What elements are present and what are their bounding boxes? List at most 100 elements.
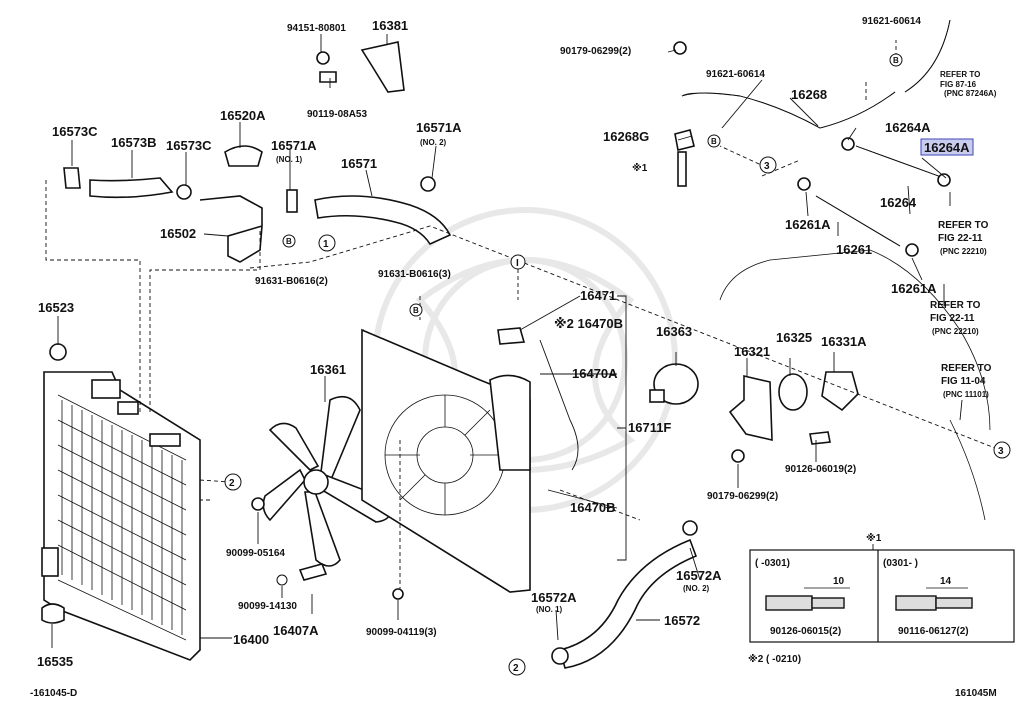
fan-shroud-16711F[interactable]: [361, 328, 531, 593]
svg-text:FIG 11-04: FIG 11-04: [941, 376, 986, 387]
label-90099-05164: 90099-05164: [226, 548, 285, 559]
clamp-16573C-right[interactable]: [176, 184, 192, 200]
clamp-16571A-no2[interactable]: [420, 176, 436, 192]
svg-text:2: 2: [229, 478, 235, 489]
svg-text:10: 10: [833, 576, 845, 587]
hose-16573B[interactable]: [89, 177, 174, 199]
stud-90126-06015[interactable]: [765, 595, 813, 611]
label-16470B-top: ※2 16470B: [554, 316, 623, 331]
cushion-16535[interactable]: [41, 603, 65, 624]
label-16470B-bottom: 16470B: [570, 500, 616, 515]
hose-16572[interactable]: [559, 538, 698, 669]
svg-text:90116-06127(2): 90116-06127(2): [898, 626, 969, 637]
ring-90099-14130[interactable]: [276, 574, 288, 586]
svg-text:(PNC 87246A): (PNC 87246A): [944, 89, 997, 98]
label-16363: 16363: [656, 324, 692, 339]
label-note1: ※1: [632, 162, 648, 174]
sensor-16363[interactable]: [649, 363, 699, 405]
svg-text:1: 1: [323, 239, 329, 250]
label-16261: 16261: [836, 242, 872, 257]
svg-text:14: 14: [940, 576, 952, 587]
label-16572: 16572: [664, 613, 700, 628]
housing-16321[interactable]: [728, 374, 773, 442]
bolt-90099-04119[interactable]: [392, 588, 404, 600]
svg-text:REFER TO: REFER TO: [940, 70, 980, 79]
nut-94151[interactable]: [316, 51, 330, 65]
label-16572A-no1: 16572A: [531, 590, 577, 605]
clamp-16261A-right[interactable]: [905, 243, 919, 257]
bolt-90099-05164[interactable]: [251, 497, 265, 511]
label-91631-3: 91631-B0616(3): [378, 269, 451, 280]
label-16502: 16502: [160, 226, 196, 241]
label-16573C-left: 16573C: [52, 124, 98, 139]
svg-text:3: 3: [998, 446, 1004, 457]
svg-text:90126-06015(2): 90126-06015(2): [770, 626, 841, 637]
bolt-90179-06299-upper[interactable]: [673, 41, 687, 55]
label-16264A-highlighted: 16264A: [924, 140, 970, 155]
hose-16571[interactable]: [314, 195, 452, 246]
svg-text:REFER TO: REFER TO: [930, 300, 981, 311]
label-16573B: 16573B: [111, 135, 157, 150]
label-90119-08A53: 90119-08A53: [307, 109, 367, 120]
refer-notes: REFER TO FIG 87-16 (PNC 87246A) REFER TO…: [930, 70, 997, 399]
svg-text:(NO. 2): (NO. 2): [420, 138, 447, 147]
part-labels: 94151-80801 16381 90119-08A53 16520A 165…: [37, 16, 974, 669]
clamp-16264A-right[interactable]: [937, 173, 951, 187]
clamp-16572A-no1[interactable]: [551, 647, 569, 665]
label-94151-80801: 94151-80801: [287, 23, 346, 34]
label-16471: 16471: [580, 288, 616, 303]
svg-text:(PNC 22210): (PNC 22210): [932, 327, 979, 336]
motor-16407A[interactable]: [298, 563, 328, 581]
stud-90116-06127[interactable]: [895, 595, 937, 611]
label-16268G: 16268G: [603, 129, 649, 144]
svg-text:B: B: [893, 56, 899, 65]
bracket-16268G[interactable]: [674, 129, 695, 151]
clamp-16573C-left[interactable]: [63, 167, 81, 189]
bolt-90119[interactable]: [319, 71, 337, 83]
label-16571: 16571: [341, 156, 377, 171]
reservoir-16470A-tank[interactable]: [489, 374, 531, 471]
highlighted-part-16264A[interactable]: 16264A: [920, 138, 974, 156]
label-16470A: 16470A: [572, 366, 618, 381]
label-16381: 16381: [372, 18, 408, 33]
svg-text:B: B: [711, 137, 717, 146]
label-16261A-left: 16261A: [785, 217, 831, 232]
drain-plug-16523[interactable]: [49, 343, 67, 361]
label-16264: 16264: [880, 195, 917, 210]
radiator-16400[interactable]: [41, 371, 201, 661]
gasket-16325[interactable]: [778, 373, 808, 411]
stud-variant-box: ※1 ( -0301) (0301- ) 10 14 90126-06015(2…: [749, 532, 1015, 643]
label-16268: 16268: [791, 87, 827, 102]
label-90099-04119: 90099-04119(3): [366, 627, 437, 638]
label-16571A-no2: 16571A: [416, 120, 462, 135]
radiator-cap-16520A[interactable]: [224, 145, 263, 167]
clamp-16261A-left[interactable]: [797, 177, 811, 191]
label-90099-14130: 90099-14130: [238, 601, 297, 612]
label-16321: 16321: [734, 344, 770, 359]
label-16331A: 16331A: [821, 334, 867, 349]
outlet-16502[interactable]: [199, 195, 263, 263]
pipe-16268[interactable]: [681, 91, 896, 129]
bracket-16381[interactable]: [360, 41, 405, 93]
label-16571A-no1: 16571A: [271, 138, 317, 153]
label-16261A-right: 16261A: [891, 281, 937, 296]
label-16572A-no2: 16572A: [676, 568, 722, 583]
stud-note1[interactable]: [677, 151, 687, 187]
svg-text:B: B: [413, 306, 419, 315]
radiator-core-fins: [57, 400, 187, 635]
clamp-16571A-no1[interactable]: [286, 189, 298, 213]
clamp-16572A-no2[interactable]: [682, 520, 698, 536]
footer-right-code: 161045M: [955, 688, 997, 699]
thermostat-16331A[interactable]: [821, 371, 859, 412]
cap-16471[interactable]: [497, 327, 526, 345]
label-90126-06019: 90126-06019(2): [785, 464, 856, 475]
bolt-90179-06299-lower[interactable]: [731, 449, 745, 463]
hose-16470A[interactable]: [539, 339, 579, 471]
label-16361: 16361: [310, 362, 346, 377]
label-90179-06299-upper: 90179-06299(2): [560, 46, 631, 57]
stud-90126-06019[interactable]: [809, 431, 831, 445]
svg-text:(NO. 2): (NO. 2): [683, 584, 710, 593]
clamp-16264A-left[interactable]: [841, 137, 855, 151]
label-16523: 16523: [38, 300, 74, 315]
label-91631-2: 91631-B0616(2): [255, 276, 328, 287]
